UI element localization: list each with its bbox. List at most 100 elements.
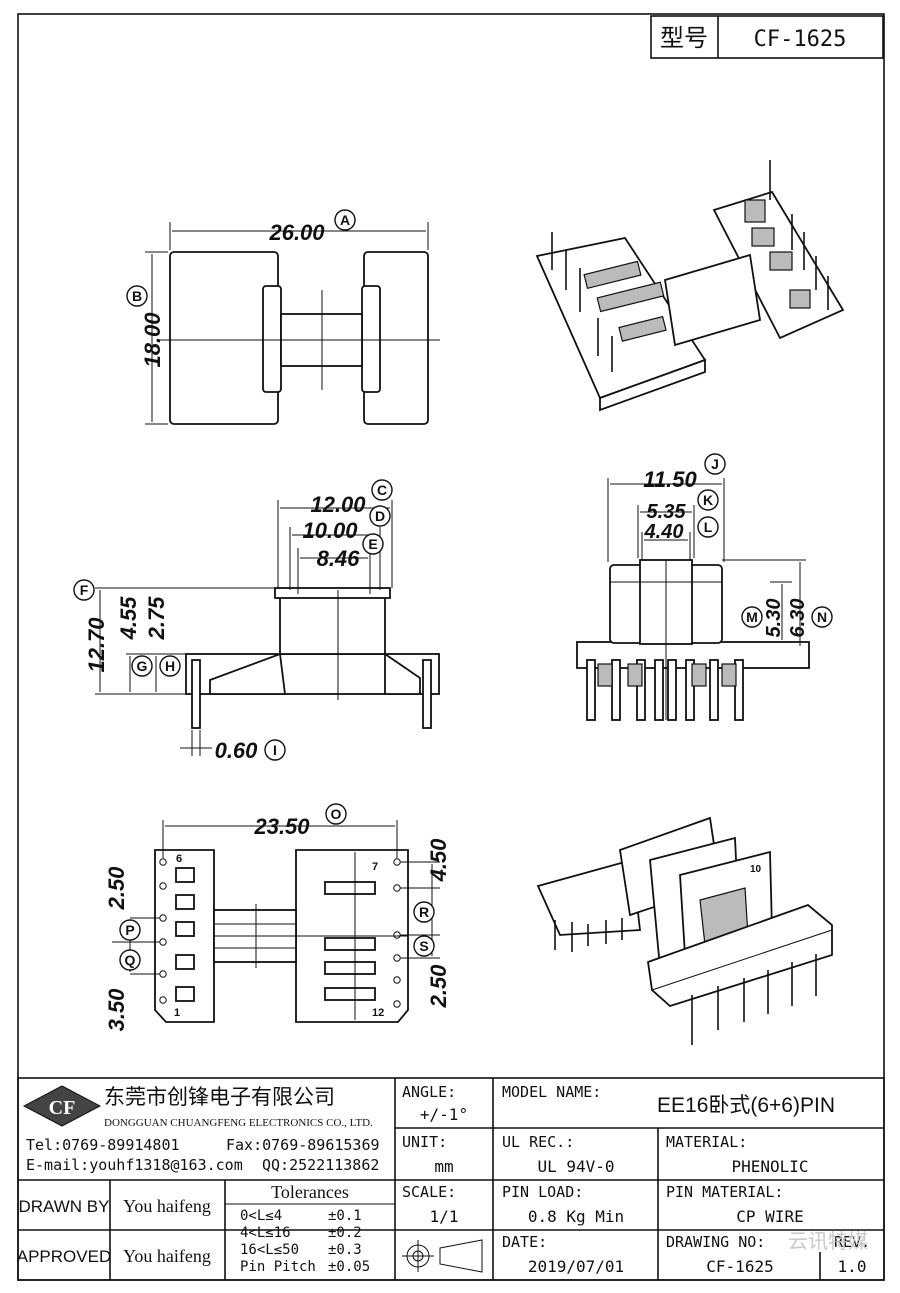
marker-a-label: A: [340, 212, 350, 228]
marker-j-circle: [704, 453, 726, 475]
iso-view-top: [535, 160, 845, 412]
tol-value-0: ±0.1: [328, 1208, 362, 1224]
pin-label-10: 10: [750, 864, 762, 875]
pin-label-1: 1: [174, 1007, 180, 1019]
dim-l-value: 4.40: [644, 521, 684, 543]
dim-q-value: 3.50: [104, 988, 129, 1032]
dim-g-value: 4.55: [116, 596, 141, 641]
marker-i-circle: [264, 739, 286, 761]
marker-j-label: J: [711, 456, 719, 472]
marker-p-circle: [119, 919, 141, 941]
angle-value: +/-1°: [420, 1105, 468, 1124]
dim-s-value: 2.50: [426, 964, 451, 1009]
material-label: MATERIAL:: [666, 1133, 747, 1151]
tol-range-1: 4<L≤16: [240, 1225, 291, 1241]
tol-value-2: ±0.3: [328, 1242, 362, 1258]
dim-h-value: 2.75: [144, 596, 169, 641]
marker-l-circle: [697, 516, 719, 538]
marker-k-circle: [697, 489, 719, 511]
ul-rec-value: UL 94V-0: [537, 1157, 614, 1176]
side-view: 11.50 5.35 4.40 5.30 6.30: [576, 467, 810, 721]
scale-label: SCALE:: [402, 1183, 456, 1201]
dim-b-value: 18.00: [140, 312, 165, 368]
ul-rec-label: UL REC.:: [502, 1133, 574, 1151]
tolerances-title: Tolerances: [271, 1182, 349, 1202]
marker-k-label: K: [703, 492, 713, 508]
pin-load-label: PIN LOAD:: [502, 1183, 583, 1201]
dim-k-value: 5.35: [647, 501, 687, 523]
dim-o-value: 23.50: [253, 814, 310, 839]
scale-value: 1/1: [430, 1207, 459, 1226]
marker-n-circle: [811, 606, 833, 628]
dim-m-value: 5.30: [763, 599, 785, 638]
marker-p-label: P: [125, 922, 134, 938]
marker-s-label: S: [419, 938, 428, 954]
drawing-no-label: DRAWING NO:: [666, 1233, 765, 1251]
iso-view-bottom: 10: [536, 816, 833, 1045]
company-name-en: DONGGUAN CHUANGFENG ELECTRONICS CO., LTD…: [104, 1117, 373, 1129]
unit-value: mm: [434, 1157, 453, 1176]
company-name-cn: 东莞市创锋电子有限公司: [104, 1086, 335, 1109]
tol-range-0: 0<L≤4: [240, 1208, 282, 1224]
model-header-label: 型号: [660, 25, 708, 52]
date-value: 2019/07/01: [528, 1257, 624, 1276]
marker-m-label: M: [746, 609, 758, 625]
marker-n-label: N: [817, 609, 827, 625]
title-block: CF 东莞市创锋电子有限公司 DONGGUAN CHUANGFENG ELECT…: [17, 1077, 885, 1281]
pin-label-12: 12: [372, 1007, 384, 1019]
company-logo: CF: [22, 1085, 102, 1127]
marker-g-label: G: [137, 658, 148, 674]
svg-text:CF: CF: [49, 1097, 76, 1119]
top-view: 26.00 18.00: [140, 220, 440, 425]
company-qq: QQ:2522113862: [262, 1156, 379, 1174]
tol-value-3: ±0.05: [328, 1259, 370, 1275]
marker-q-label: Q: [125, 952, 136, 968]
marker-o-label: O: [331, 806, 342, 822]
rev-label: REV.: [834, 1233, 870, 1251]
drawing-no-value: CF-1625: [706, 1257, 773, 1276]
approved-value: You haifeng: [123, 1246, 211, 1266]
model-header-value: CF-1625: [754, 27, 847, 52]
marker-g-circle: [131, 655, 153, 677]
tol-value-1: ±0.2: [328, 1225, 362, 1241]
marker-e-label: E: [368, 536, 377, 552]
marker-s-circle: [413, 935, 435, 957]
front-view: 12.00 10.00 8.46 12.70 4.55 2.75 0.60: [84, 492, 440, 763]
marker-l-label: L: [704, 519, 713, 535]
company-fax: Fax:0769-89615369: [226, 1136, 380, 1154]
dim-a-value: 26.00: [268, 220, 325, 245]
marker-c-label: C: [377, 482, 387, 498]
pin-load-value: 0.8 Kg Min: [528, 1207, 624, 1226]
dim-i-value: 0.60: [215, 738, 259, 763]
pin-label-6: 6: [176, 853, 182, 865]
marker-b-circle: [126, 285, 148, 307]
pin-label-7: 7: [372, 861, 378, 873]
projection-symbol-icon: [402, 1239, 483, 1273]
dim-e-value: 8.46: [317, 546, 361, 571]
dim-d-value: 10.00: [302, 518, 358, 543]
bottom-view: 6 1 7 12 23.50 2.50 3.50 4.50 2.50: [104, 814, 451, 1031]
model-name-value: EE16卧式(6+6)PIN: [657, 1094, 835, 1117]
marker-f-circle: [73, 579, 95, 601]
rev-value: 1.0: [838, 1257, 867, 1276]
angle-label: ANGLE:: [402, 1083, 456, 1101]
marker-r-circle: [413, 901, 435, 923]
marker-c-circle: [371, 479, 393, 501]
marker-b-label: B: [132, 288, 142, 304]
marker-i-label: I: [273, 742, 277, 758]
dim-n-value: 6.30: [787, 599, 809, 638]
company-tel: Tel:0769-89914801: [26, 1136, 180, 1154]
drawn-by-value: You haifeng: [123, 1196, 211, 1216]
marker-h-circle: [159, 655, 181, 677]
model-header-box: 型号 CF-1625: [650, 15, 884, 59]
marker-h-label: H: [165, 658, 175, 674]
dim-f-value: 12.70: [84, 617, 109, 673]
approved-label: APPROVED: [17, 1247, 111, 1266]
watermark-text: 云讯特媒: [788, 1229, 868, 1253]
drawn-by-label: DRAWN BY: [19, 1197, 110, 1216]
marker-o-circle: [325, 803, 347, 825]
tol-range-2: 16<L≤50: [240, 1242, 299, 1258]
marker-d-label: D: [375, 508, 385, 524]
company-email: E-mail:youhf1318@163.com: [26, 1156, 243, 1174]
